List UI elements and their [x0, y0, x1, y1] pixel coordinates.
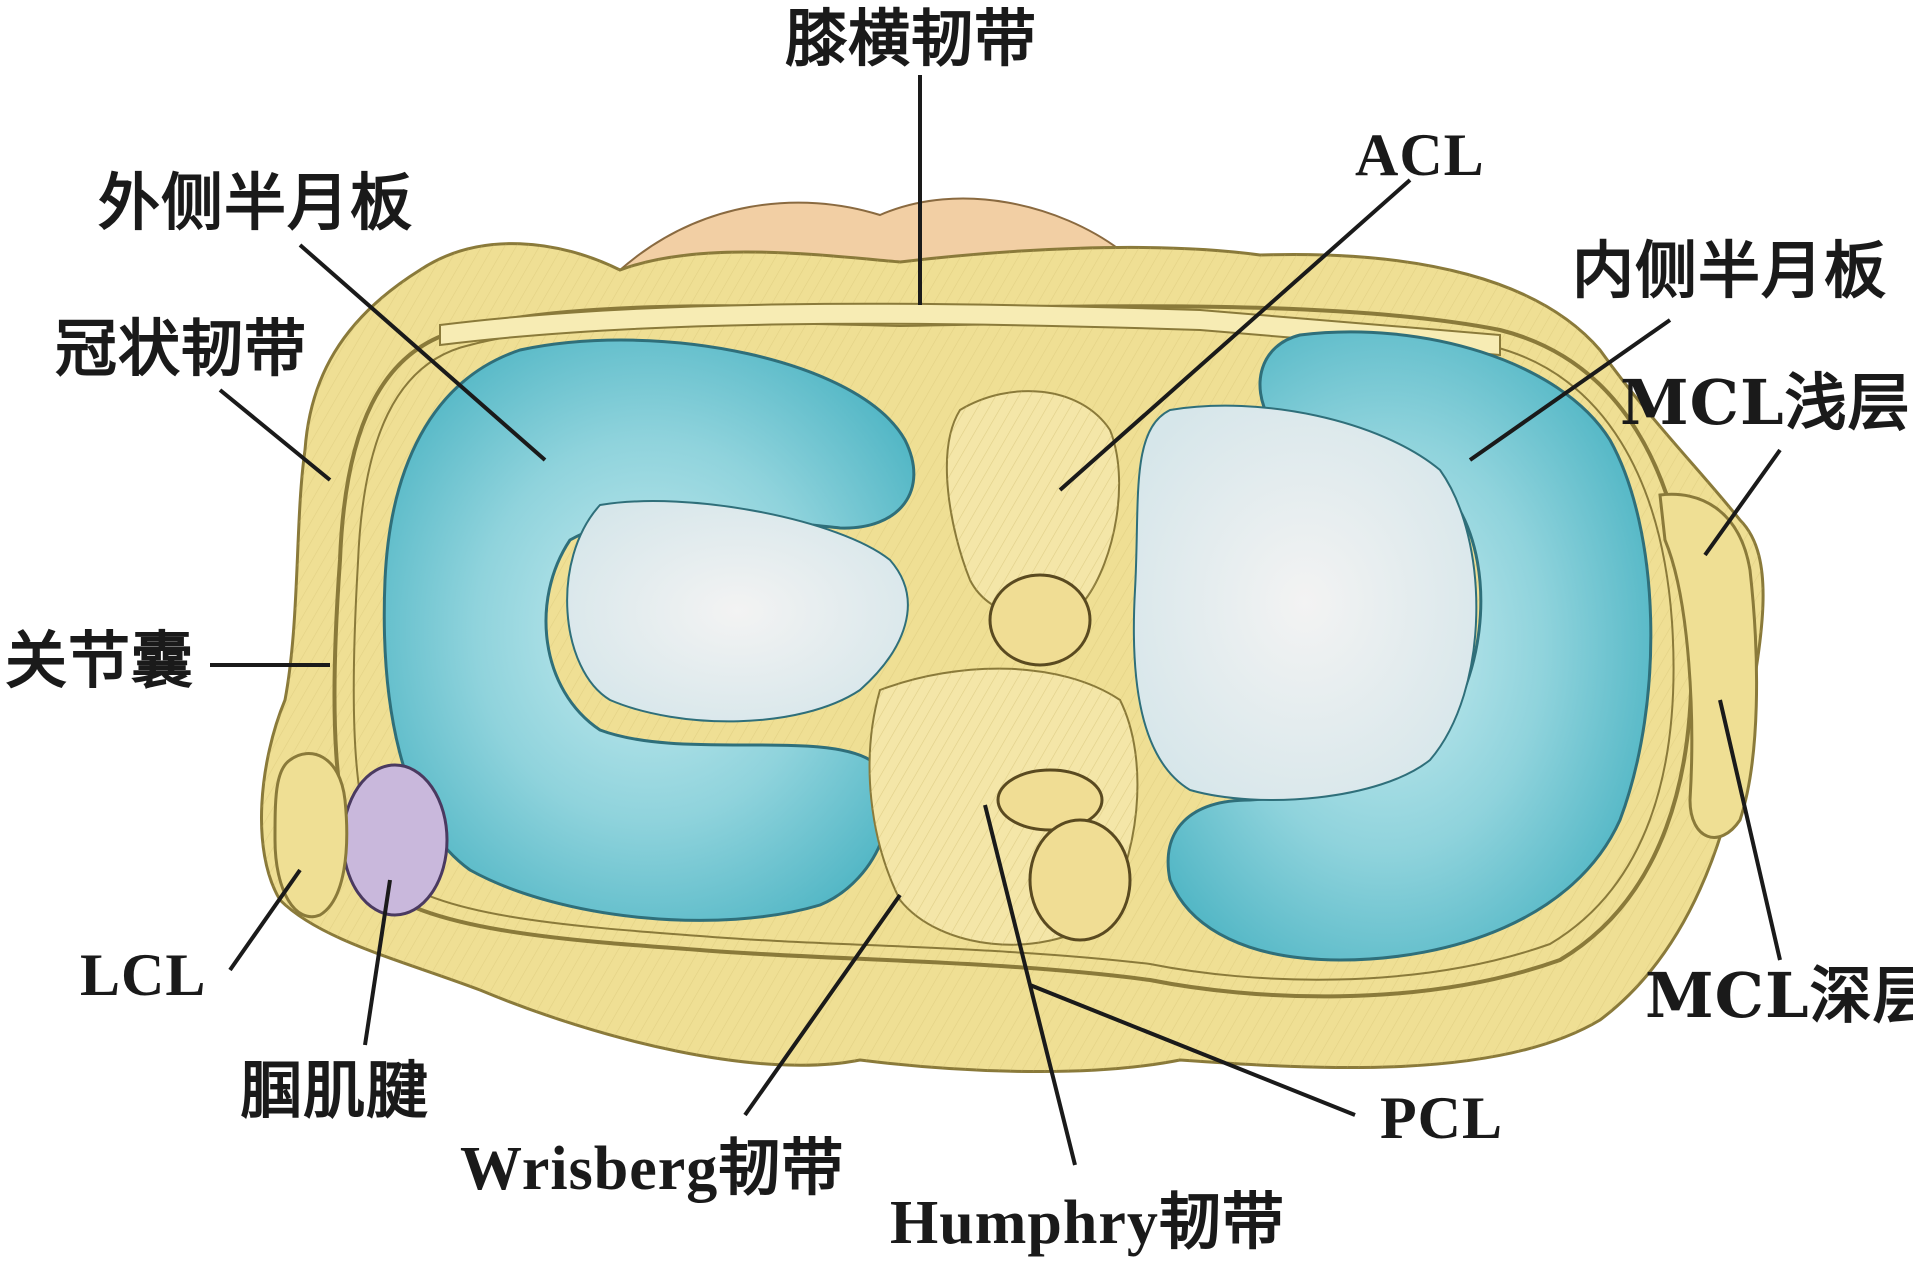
- leader-humphry: [983, 804, 1077, 1166]
- label-lateral-meniscus: 外侧半月板: [98, 166, 414, 239]
- popliteus-tendon: [341, 763, 449, 917]
- pcl-stump-lower: [1028, 818, 1132, 942]
- lateral-tibial-plateau: [566, 500, 909, 723]
- leader-popliteus-tendon: [363, 879, 392, 1046]
- leader-medial-meniscus: [1468, 318, 1672, 462]
- lcl-structure: [273, 752, 349, 919]
- leader-mcl-deep: [1718, 699, 1782, 961]
- leader-wrisberg: [743, 893, 902, 1117]
- leader-lines: [210, 75, 1782, 1166]
- label-humphry-ligament: Humphry韧带: [890, 1189, 1285, 1257]
- acl-stump: [988, 573, 1092, 667]
- acl-fibers-texture: [946, 391, 1120, 618]
- label-joint-capsule: 关节囊: [5, 624, 195, 697]
- label-wrisberg-ligament: Wrisberg韧带: [460, 1135, 845, 1203]
- label-mcl-superficial: MCL浅层: [1620, 366, 1911, 439]
- label-mcl-deep: MCL深层: [1645, 959, 1913, 1032]
- label-lcl: LCL: [80, 942, 207, 1008]
- leader-mcl-superficial: [1703, 448, 1782, 557]
- leader-coronary-ligament: [218, 388, 332, 482]
- medial-tibial-plateau: [1132, 404, 1478, 801]
- label-coronary-ligament: 冠状韧带: [55, 312, 308, 385]
- leader-acl: [1058, 178, 1412, 492]
- leader-lcl: [228, 868, 302, 972]
- leader-pcl: [1029, 983, 1356, 1117]
- label-popliteus-tendon: 腘肌腱: [240, 1054, 430, 1127]
- leader-lateral-meniscus: [298, 243, 547, 462]
- label-pcl: PCL: [1380, 1085, 1503, 1151]
- transverse-ligament-band: [439, 302, 1501, 357]
- lateral-meniscus: [382, 338, 916, 922]
- label-medial-meniscus: 内侧半月板: [1572, 234, 1888, 307]
- label-acl: ACL: [1355, 122, 1485, 188]
- label-transverse-ligament: 膝横韧带: [785, 2, 1038, 75]
